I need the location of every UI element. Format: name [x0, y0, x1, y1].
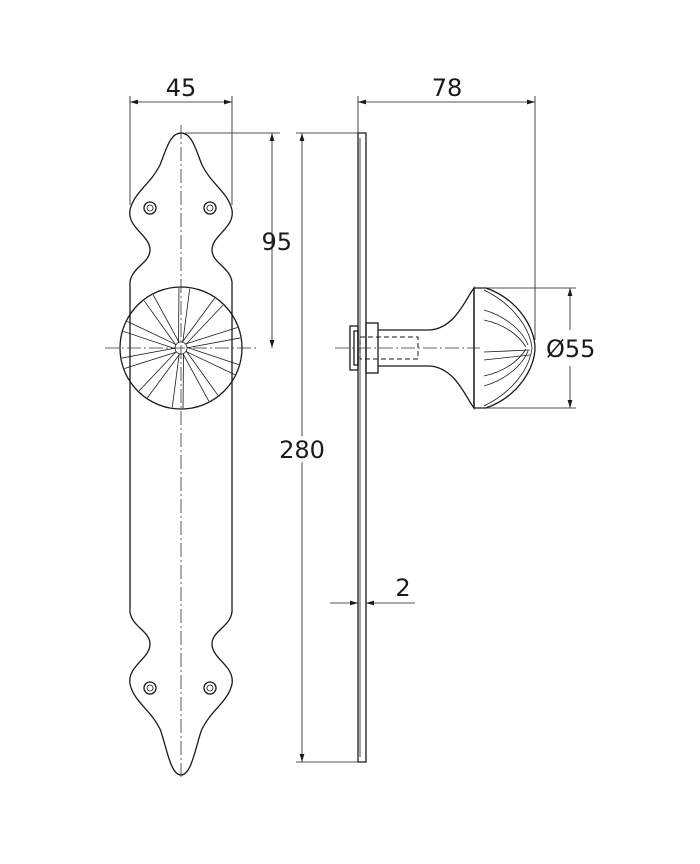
dim-label-2: 2: [395, 574, 410, 602]
dimension-plate-width: 45: [129, 74, 233, 205]
rosette-groove-line: [127, 321, 177, 345]
screw-hole-icon: [143, 681, 157, 695]
rosette-groove-line: [138, 351, 177, 392]
dimension-knob-height: 95: [185, 132, 292, 348]
screw-hole-icon: [143, 201, 157, 215]
dimension-plate-height: 280: [275, 132, 358, 763]
dim-label-95: 95: [261, 228, 292, 256]
dimension-knob-diameter: Ø55: [486, 287, 595, 409]
side-view: [335, 132, 536, 763]
rosette-groove-line: [152, 294, 180, 343]
rosette-groove-line: [171, 353, 180, 408]
rosette-groove-line: [123, 331, 176, 350]
rosette-groove-line: [121, 347, 176, 359]
knob-rosette-front: [119, 286, 243, 410]
rosette-groove-line: [147, 353, 181, 398]
dimension-plate-thickness: 2: [330, 574, 415, 606]
rosette-groove-line: [124, 351, 177, 369]
dim-label-78: 78: [432, 74, 463, 102]
rosette-groove-line: [181, 298, 215, 343]
rosette-groove-line: [186, 346, 239, 365]
rosette-groove-line: [186, 337, 241, 349]
rosette-groove-line: [185, 351, 235, 375]
dim-label-diameter-55: Ø55: [546, 335, 595, 363]
dim-label-280: 280: [279, 436, 325, 464]
screw-hole-icon: [203, 681, 217, 695]
rosette-groove-line: [185, 327, 238, 345]
rosette-groove-line: [185, 350, 219, 396]
rosette-groove-line: [185, 304, 224, 345]
front-view-backplate: [105, 125, 258, 780]
rosette-groove-line: [143, 300, 177, 346]
dimension-knob-projection: 78: [357, 74, 536, 340]
screw-hole-icon: [203, 201, 217, 215]
rosette-groove-line: [182, 353, 210, 402]
dim-label-45: 45: [166, 74, 197, 102]
rosette-groove-line: [182, 288, 191, 343]
